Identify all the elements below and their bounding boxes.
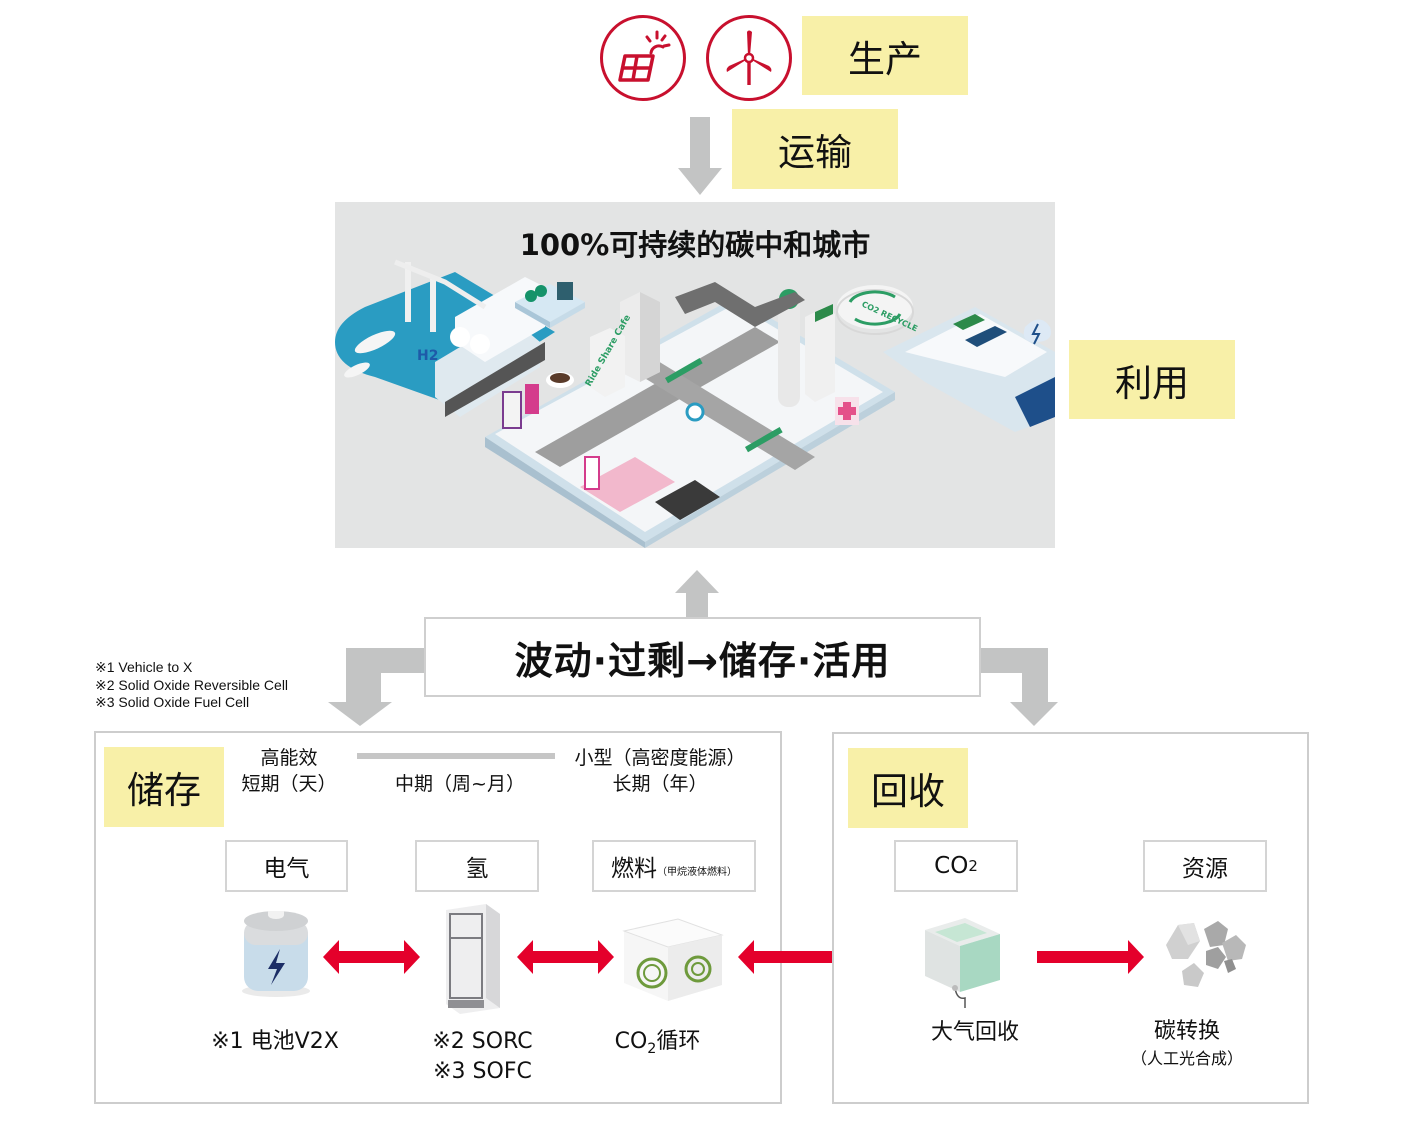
city-title: 100%可持续的碳中和城市 — [519, 228, 871, 262]
scale-middle: 中期（周~月） — [370, 771, 550, 797]
scale-long-term: 长期（年） — [612, 773, 708, 795]
utilization-label-text: 利用 — [1115, 361, 1189, 405]
carbon-resource-rocks-icon — [1166, 921, 1246, 987]
scale-high-efficiency: 高能效 — [260, 747, 318, 769]
center-statement-box: 波动·过剩→储存·活用 — [424, 617, 981, 697]
footnote-3: ※3 Solid Oxide Fuel Cell — [95, 694, 250, 710]
air-capture-label: 大气回收 — [905, 1018, 1045, 1048]
category-fuel: 燃料（甲烷液体燃料） — [592, 840, 756, 892]
city-illustration: 100%可持续的碳中和城市 H2 — [335, 202, 1055, 548]
scale-medium-term: 中期（周~月） — [395, 773, 525, 795]
left-down-arrow-to-storage — [328, 648, 428, 726]
footnote-2: ※2 Solid Oxide Reversible Cell — [95, 676, 289, 693]
center-statement-text: 波动·过剩→储存·活用 — [514, 638, 891, 683]
arrow-capture-to-conversion — [1037, 940, 1144, 974]
carbon-conversion-text: 碳转换 — [1153, 1019, 1220, 1044]
sorc-sofc-label: ※2 SORC ※3 SOFC — [405, 1027, 560, 1087]
category-electricity: 电气 — [225, 840, 348, 892]
co2-cycle-label: CO2循环 — [590, 1027, 725, 1064]
hydrogen-sign: H2 — [417, 348, 438, 364]
city-artwork: H2 Ride Share Cafe — [335, 259, 1055, 548]
category-hydrogen: 氢 — [415, 840, 539, 892]
production-label-text: 生产 — [848, 37, 922, 81]
category-fuel-text: 燃料 — [611, 856, 657, 882]
recovery-label-text: 回收 — [871, 770, 945, 813]
sofc-text: ※3 SOFC — [433, 1059, 532, 1084]
storage-label-text: 储存 — [127, 769, 201, 812]
right-down-arrow-to-recovery — [980, 648, 1058, 726]
footnotes: ※1 Vehicle to X ※2 Solid Oxide Reversibl… — [95, 659, 288, 712]
storage-label: 储存 — [104, 747, 224, 827]
bidirectional-arrow-co2-capture — [738, 940, 906, 974]
production-label: 生产 — [802, 16, 968, 95]
battery-v2x-label: ※1 电池V2X — [195, 1027, 355, 1057]
footnote-1: ※1 Vehicle to X — [95, 659, 193, 675]
category-co2-subscript: 2 — [968, 857, 978, 875]
fuel-cell-cabinet-icon — [446, 904, 500, 1014]
bidirectional-arrow-sorc-co2 — [517, 940, 614, 974]
utilization-label: 利用 — [1069, 340, 1235, 419]
carbon-conversion-note: （人工光合成） — [1130, 1049, 1243, 1068]
co2-cycle-prefix: CO — [614, 1029, 648, 1054]
transport-label: 运输 — [732, 109, 898, 189]
recovery-label: 回收 — [848, 748, 968, 828]
transport-label-text: 运输 — [778, 131, 852, 174]
scale-bar — [357, 753, 555, 759]
category-co2-prefix: CO — [934, 853, 969, 879]
air-capture-unit-icon — [925, 918, 1000, 1008]
up-arrow-to-city — [675, 570, 719, 618]
category-electricity-text: 电气 — [263, 856, 310, 882]
air-capture-text: 大气回收 — [930, 1020, 1019, 1045]
battery-icon — [242, 911, 310, 997]
category-hydrogen-text: 氢 — [465, 856, 489, 882]
category-fuel-note: （甲烷液体燃料） — [657, 866, 737, 878]
scale-left: 高能效 短期（天） — [228, 745, 350, 797]
bidirectional-arrow-battery-sorc — [323, 940, 420, 974]
wind-turbine-icon — [706, 15, 792, 101]
co2-cycle-suffix: 循环 — [656, 1029, 701, 1054]
scale-short-term: 短期（天） — [241, 773, 337, 795]
scale-right: 小型（高密度能源） 长期（年） — [560, 745, 760, 797]
co2-cycle-unit-icon — [622, 918, 724, 1001]
category-resource: 资源 — [1143, 840, 1267, 892]
category-resource-text: 资源 — [1182, 856, 1228, 882]
battery-v2x-text: ※1 电池V2X — [211, 1029, 339, 1054]
co2-cycle-subscript: 2 — [647, 1041, 657, 1057]
down-arrow-transport — [678, 117, 722, 195]
sorc-text: ※2 SORC — [432, 1029, 533, 1054]
carbon-conversion-label: 碳转换 （人工光合成） — [1117, 1017, 1257, 1071]
solar-panel-icon — [600, 15, 686, 101]
scale-compact: 小型（高密度能源） — [574, 747, 746, 769]
